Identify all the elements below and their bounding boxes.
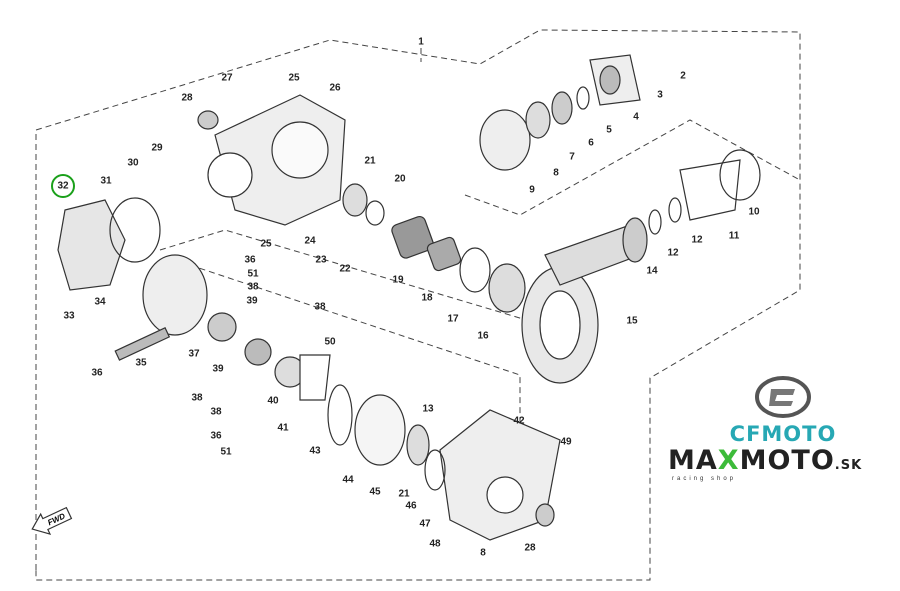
callout-21: 21 (364, 156, 376, 167)
callout-38: 38 (314, 302, 326, 313)
callout-28: 28 (181, 93, 193, 104)
callout-29: 29 (151, 143, 163, 154)
fwd-arrow-icon: FWD (31, 506, 73, 535)
callout-3: 3 (657, 90, 663, 101)
highlight-circle (51, 174, 75, 198)
callout-23: 23 (315, 255, 327, 266)
callout-35: 35 (135, 358, 147, 369)
callout-34: 34 (94, 297, 106, 308)
callout-49: 49 (560, 437, 572, 448)
callout-14: 14 (646, 266, 658, 277)
callout-26: 26 (329, 83, 341, 94)
callout-39: 39 (212, 364, 224, 375)
callout-46: 46 (405, 501, 417, 512)
maxmoto-part: MA (668, 445, 718, 476)
callout-20: 20 (394, 174, 406, 185)
callout-27: 27 (221, 73, 233, 84)
callout-labels: 1234567891011121213141516171819202121222… (57, 37, 760, 559)
callout-28: 28 (524, 543, 536, 554)
callout-42: 42 (513, 416, 525, 427)
callout-41: 41 (277, 423, 289, 434)
callout-19: 19 (392, 275, 404, 286)
callout-12: 12 (667, 248, 679, 259)
callout-22: 22 (339, 264, 351, 275)
component-drawings (57, 54, 761, 541)
callout-4: 4 (633, 112, 639, 123)
assembly-outline (35, 29, 801, 581)
callout-45: 45 (369, 487, 381, 498)
maxmoto-part: MOTO (739, 445, 835, 476)
callout-51: 51 (220, 447, 232, 458)
callout-38: 38 (247, 282, 259, 293)
callout-16: 16 (477, 331, 489, 342)
callout-8: 8 (553, 168, 559, 179)
callout-39: 39 (246, 296, 258, 307)
callout-9: 9 (529, 185, 535, 196)
callout-15: 15 (626, 316, 638, 327)
maxmoto-logo: MAXMOTO.SK (668, 445, 862, 476)
maxmoto-x: X (717, 445, 740, 476)
cfmoto-emblem-icon (755, 376, 811, 418)
callout-24: 24 (304, 236, 316, 247)
callout-31: 31 (100, 176, 112, 187)
callout-25: 25 (288, 73, 300, 84)
callout-13: 13 (422, 404, 434, 415)
callout-8: 8 (480, 548, 486, 559)
cfmoto-logo: CFMOTO (729, 422, 837, 446)
callout-36: 36 (91, 368, 103, 379)
callout-6: 6 (588, 138, 594, 149)
callout-5: 5 (606, 125, 612, 136)
callout-48: 48 (429, 539, 441, 550)
callout-44: 44 (342, 475, 354, 486)
callout-36: 36 (244, 255, 256, 266)
callout-36: 36 (210, 431, 222, 442)
callout-50: 50 (324, 337, 336, 348)
callout-1: 1 (418, 37, 424, 48)
callout-33: 33 (63, 311, 75, 322)
callout-40: 40 (267, 396, 279, 407)
callout-43: 43 (309, 446, 321, 457)
callout-38: 38 (210, 407, 222, 418)
callout-32: 32 (57, 181, 69, 192)
brand-logos: CFMOTO MAXMOTO.SK racing shop (668, 375, 900, 495)
callout-17: 17 (447, 314, 459, 325)
callout-12: 12 (691, 235, 703, 246)
callout-11: 11 (729, 231, 740, 242)
callout-37: 37 (188, 349, 200, 360)
maxmoto-tagline: racing shop (672, 476, 737, 482)
callout-38: 38 (191, 393, 203, 404)
callout-7: 7 (569, 152, 575, 163)
maxmoto-sk: .SK (834, 458, 863, 473)
callout-10: 10 (748, 207, 760, 218)
callout-21: 21 (398, 489, 410, 500)
callout-25: 25 (260, 239, 272, 250)
callout-47: 47 (419, 519, 431, 530)
callout-2: 2 (680, 71, 686, 82)
callout-51: 51 (247, 269, 259, 280)
callout-18: 18 (421, 293, 433, 304)
callout-30: 30 (127, 158, 139, 169)
